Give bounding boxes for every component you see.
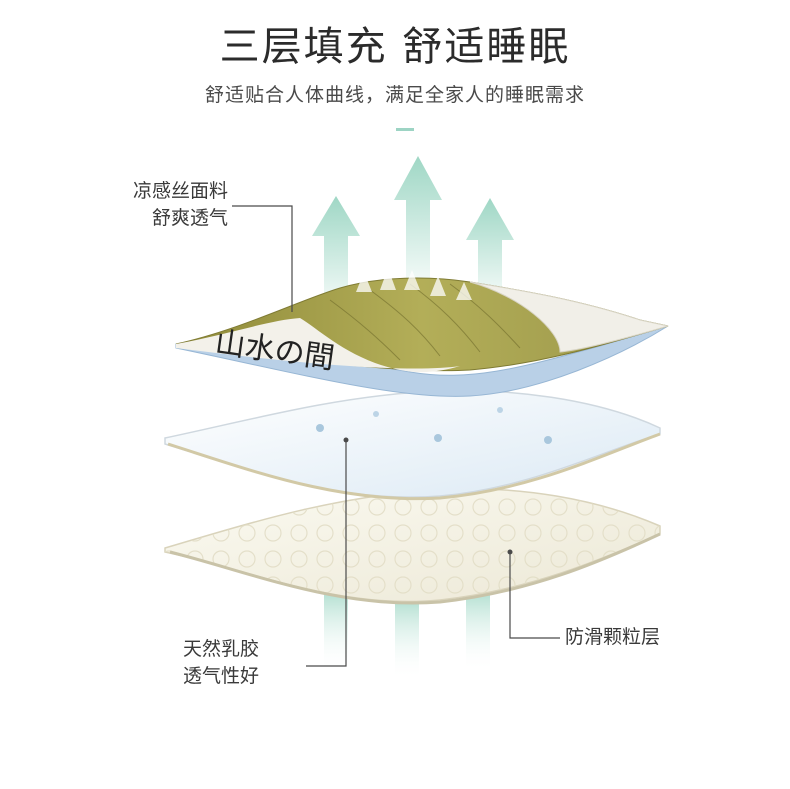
title-divider <box>396 128 414 131</box>
arrow-right-icon <box>466 198 514 310</box>
label-middle-layer: 天然乳胶 透气性好 <box>183 636 303 690</box>
page-subtitle: 舒适贴合人体曲线，满足全家人的睡眠需求 <box>204 84 585 106</box>
page-title: 三层填充 舒适睡眠 <box>219 24 571 70</box>
label-top-line1: 凉感丝面料 <box>132 180 228 202</box>
leader-lines <box>232 205 560 667</box>
label-middle-line1: 天然乳胶 <box>183 638 260 660</box>
label-bottom-layer: 防滑颗粒层 <box>565 624 705 651</box>
arrow-shafts-bottom <box>324 592 490 680</box>
arrow-center-icon <box>394 156 442 300</box>
label-bottom-line1: 防滑颗粒层 <box>565 626 661 648</box>
label-top-line2: 舒爽透气 <box>151 207 228 229</box>
bottom-layer-antislip <box>164 488 661 605</box>
label-middle-line2: 透气性好 <box>183 665 260 687</box>
middle-layer-latex <box>164 389 661 501</box>
label-top-layer: 凉感丝面料 舒爽透气 <box>98 178 228 232</box>
top-layer-silk: 山水の間 <box>175 268 669 397</box>
